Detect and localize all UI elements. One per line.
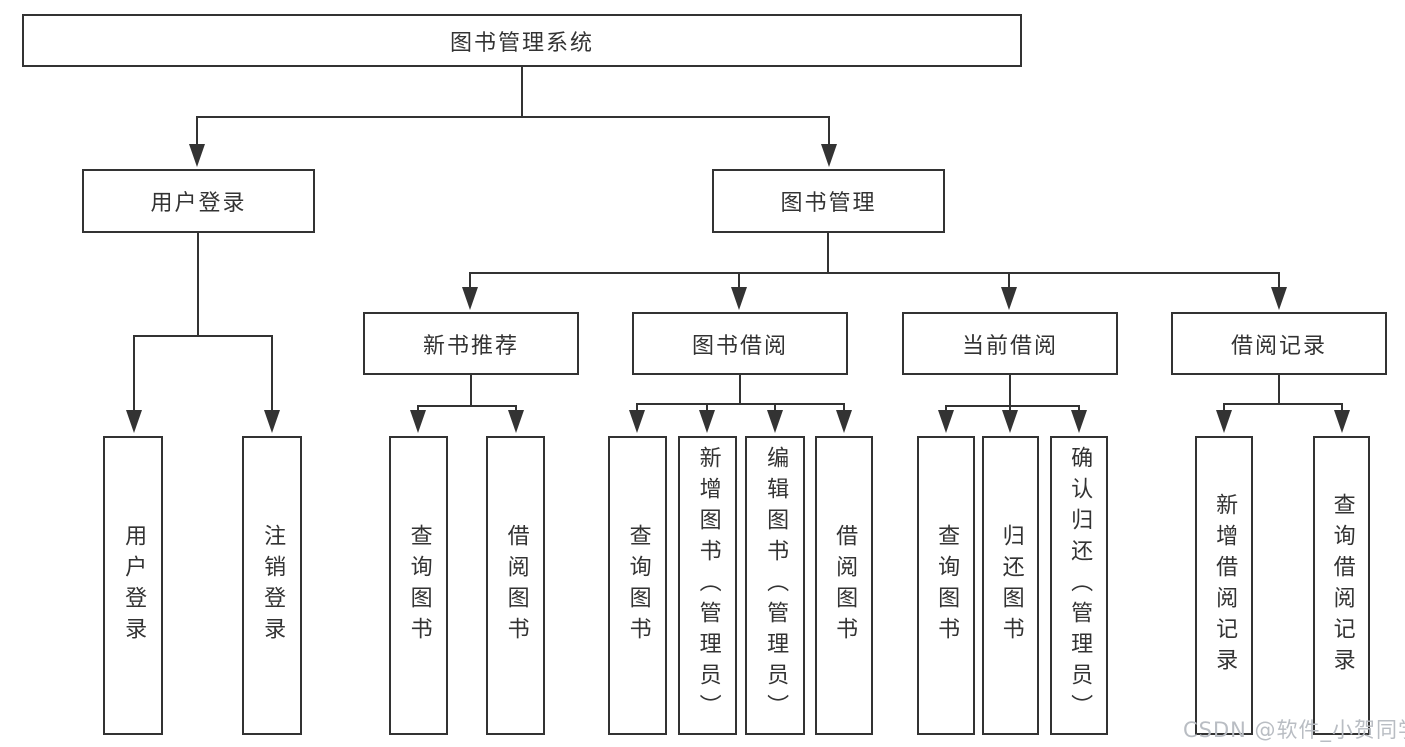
leaf-borrow-books-1: 借阅图书 (486, 436, 545, 735)
leaf-add-borrow-record: 新增借阅记录 (1195, 436, 1253, 735)
leaf-return-books: 归还图书 (982, 436, 1039, 735)
connector-userlogin-to-leaves (133, 233, 273, 414)
leaf-query-books-3: 查询图书 (917, 436, 975, 735)
arrowhead (462, 287, 478, 310)
node-book-management: 图书管理 (712, 169, 945, 233)
arrowhead (508, 410, 524, 433)
node-root: 图书管理系统 (22, 14, 1022, 67)
node-book-borrow: 图书借阅 (632, 312, 848, 375)
node-book-management-label: 图书管理 (780, 191, 877, 216)
node-current-borrow: 当前借阅 (902, 312, 1118, 375)
arrowhead (731, 287, 747, 310)
arrowhead (938, 410, 954, 433)
node-user-login: 用户登录 (82, 169, 315, 233)
arrowhead (1001, 287, 1017, 310)
leaf-query-borrow-record: 查询借阅记录 (1313, 436, 1370, 735)
connector-root-to-level2 (196, 67, 830, 148)
node-current-borrow-label: 当前借阅 (961, 333, 1058, 359)
leaf-add-book-admin: 新增图书（管理员） (678, 436, 737, 735)
connector-borrowrecord-to-leaves (1223, 375, 1343, 416)
node-book-borrow-label: 图书借阅 (691, 333, 788, 359)
leaf-query-borrow-record-label: 查询借阅记录 (1329, 492, 1355, 679)
leaf-confirm-return-admin-label: 确认归还（管理员） (1067, 446, 1093, 725)
leaf-query-books-1-label: 查询图书 (406, 523, 432, 648)
arrowhead (767, 410, 783, 433)
leaf-query-books-2-label: 查询图书 (625, 523, 651, 648)
arrowhead (264, 410, 280, 433)
leaf-query-books-3-label: 查询图书 (934, 523, 960, 648)
leaf-return-books-label: 归还图书 (998, 523, 1024, 648)
arrowhead (1334, 410, 1350, 433)
node-root-label: 图书管理系统 (449, 30, 594, 56)
arrowhead (1071, 410, 1087, 433)
node-borrow-records-label: 借阅记录 (1230, 333, 1327, 359)
leaf-edit-book-admin: 编辑图书（管理员） (745, 436, 805, 735)
leaf-edit-book-admin-label: 编辑图书（管理员） (763, 446, 789, 725)
node-new-book-recommend-label: 新书推荐 (422, 333, 519, 359)
leaf-add-borrow-record-label: 新增借阅记录 (1212, 492, 1238, 679)
arrowhead (126, 410, 142, 433)
leaf-user-login-label: 用户登录 (121, 523, 147, 648)
connector-currentborrow-to-leaves (945, 375, 1080, 416)
connector-bookborrow-to-leaves (636, 375, 845, 416)
arrowhead (629, 410, 645, 433)
node-new-book-recommend: 新书推荐 (363, 312, 579, 375)
leaf-borrow-books-2-label: 借阅图书 (832, 523, 858, 648)
arrowhead (1002, 410, 1018, 433)
leaf-confirm-return-admin: 确认归还（管理员） (1050, 436, 1108, 735)
leaf-borrow-books-2: 借阅图书 (815, 436, 873, 735)
connector-newbook-to-leaves (417, 375, 517, 416)
arrowhead (836, 410, 852, 433)
leaf-query-books-1: 查询图书 (389, 436, 448, 735)
leaf-add-book-admin-label: 新增图书（管理员） (695, 446, 721, 725)
arrowhead (821, 144, 837, 167)
arrowhead (699, 410, 715, 433)
arrowhead (189, 144, 205, 167)
arrowhead (410, 410, 426, 433)
leaf-logout: 注销登录 (242, 436, 302, 735)
leaf-logout-label: 注销登录 (260, 523, 286, 648)
connector-bookmgmt-to-level3 (469, 233, 1280, 292)
leaf-borrow-books-1-label: 借阅图书 (503, 523, 529, 648)
node-user-login-label: 用户登录 (150, 191, 247, 216)
leaf-query-books-2: 查询图书 (608, 436, 667, 735)
arrowhead (1216, 410, 1232, 433)
arrowhead (1271, 287, 1287, 310)
node-borrow-records: 借阅记录 (1171, 312, 1387, 375)
csdn-watermark: CSDN @软件_小贺同学 (1183, 718, 1405, 742)
leaf-user-login: 用户登录 (103, 436, 163, 735)
